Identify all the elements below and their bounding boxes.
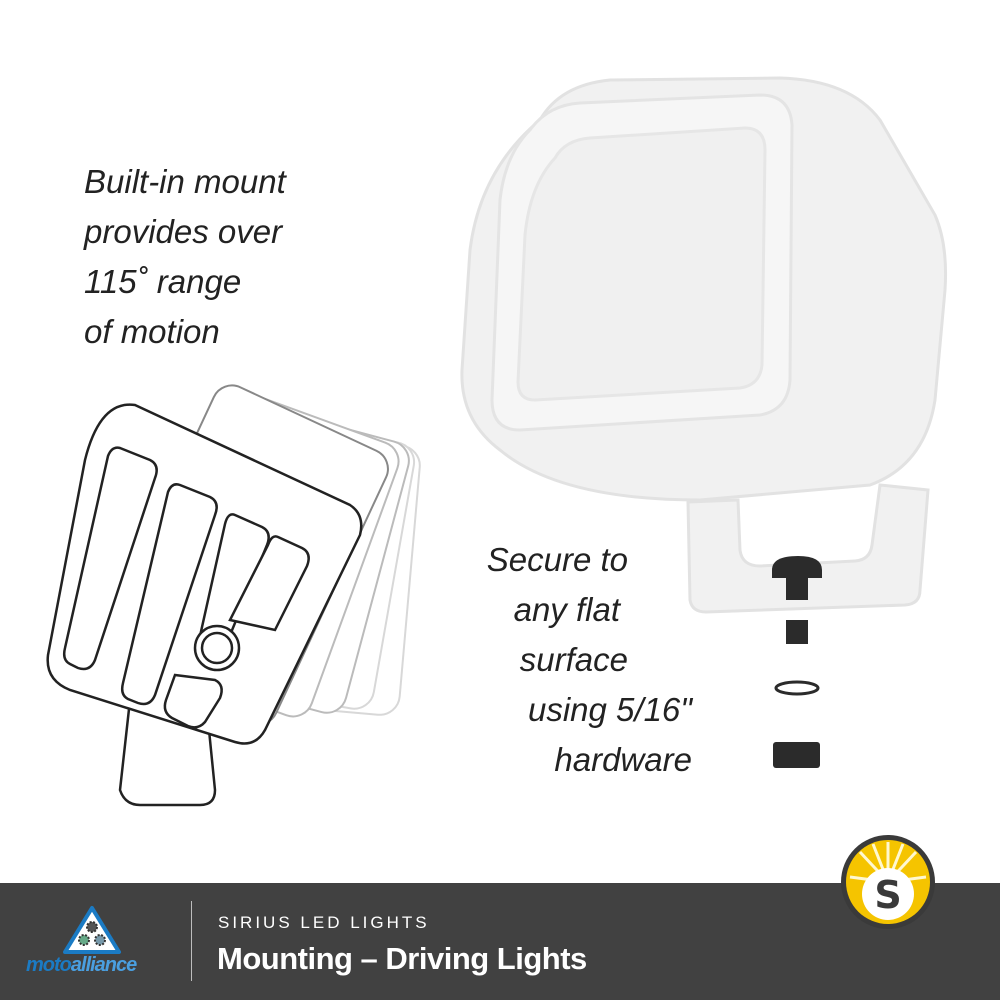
motoalliance-wordmark: motoalliance (26, 954, 137, 977)
caption-line: of motion (84, 313, 220, 350)
footer-banner: motoalliance SIRIUS LED LIGHTS Mounting … (0, 883, 1000, 1000)
caption-line: any flat (513, 591, 620, 628)
caption-line: Secure to (486, 541, 628, 578)
hardware-caption: Secure to any flat surface using 5/16" h… (440, 535, 692, 785)
banner-title: Mounting – Driving Lights (217, 941, 587, 976)
motoalliance-logo-icon (63, 906, 121, 954)
driving-light-large (460, 76, 948, 614)
caption-line: using 5/16" (527, 691, 692, 728)
sirius-letter: S (874, 873, 901, 917)
divider (191, 901, 192, 981)
rotation-illustration (46, 384, 421, 807)
caption-line: hardware (554, 741, 692, 778)
banner-subtitle: SIRIUS LED LIGHTS (218, 913, 430, 932)
nut (773, 742, 820, 768)
caption-line: surface (519, 641, 628, 678)
caption-line: Built-in mount (84, 163, 286, 200)
sirius-logo-icon: S (841, 835, 935, 929)
washer (774, 680, 820, 696)
bolt-head (772, 556, 822, 578)
range-of-motion-caption: Built-in mount provides over 115˚ range … (84, 157, 286, 357)
brand-text-b: alliance (70, 954, 137, 976)
caption-line: provides over (84, 213, 283, 250)
bolt-shank (786, 578, 808, 600)
bolt-shank-lower (786, 620, 808, 644)
caption-line: 115˚ range (84, 263, 242, 300)
mounting-hardware (772, 556, 822, 768)
brand-text-a: moto (26, 954, 72, 976)
